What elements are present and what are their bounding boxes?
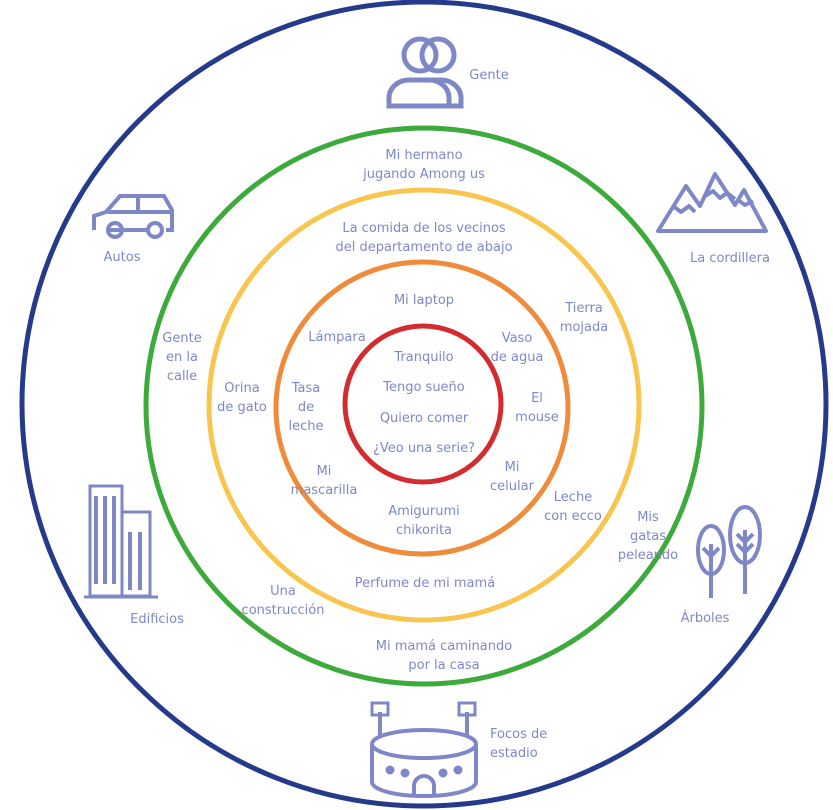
green-label-gente-calle: Gente en la calle [162,331,202,384]
red-ring [342,323,504,485]
outer-label-autos: Autos [103,250,141,265]
mountains-icon [656,172,768,233]
orange-label-vaso: Vaso de agua [490,331,544,365]
outer-label-cordillera: La cordillera [690,251,770,266]
outer-label-arboles: Árboles [680,611,730,626]
green-label-construccion: Una construcción [241,584,325,618]
yellow-label-orina: Orina de gato [217,381,267,415]
orange-label-tasa: Tasa de leche [288,381,324,434]
yellow-label-comida: La comida de los vecinos del departament… [335,221,513,255]
green-label-hermano: Mi hermano jugando Among us [363,148,485,182]
outer-label-edificios: Edificios [130,612,184,627]
orange-ring [273,259,571,557]
green-label-mama: Mi mamá caminando por la casa [375,639,513,673]
red-label-sueno: Tengo sueño [383,380,465,395]
green-ring [143,125,705,687]
yellow-ring [206,187,642,623]
orange-label-laptop: Mi laptop [393,293,455,308]
yellow-label-tierra: Tierra mojada [559,301,609,335]
yellow-label-leche-ecco: Leche con ecco [544,490,602,524]
orange-label-mouse: El mouse [515,391,559,425]
people-icon [386,36,464,109]
orange-label-amigurumi: Amigurumi chikorita [388,504,460,538]
stadium-icon [370,701,478,798]
green-label-gatas: Mis gatas peleando [617,510,679,563]
car-icon [92,194,174,239]
outer-ring [19,0,829,809]
orange-label-lampara: Lámpara [308,330,366,345]
trees-icon [696,505,762,598]
outer-label-focos: Focos de estadio [490,727,548,761]
red-label-serie: ¿Veo una serie? [372,441,476,456]
orange-label-mascarilla: Mi mascarilla [290,464,358,498]
red-label-tranquilo: Tranquilo [394,350,454,365]
red-label-comer: Quiero comer [379,411,469,426]
yellow-label-perfume: Perfume de mi mamá [354,576,496,591]
orange-label-celular: Mi celular [490,460,534,494]
buildings-icon [84,484,158,599]
outer-label-gente: Gente [469,68,509,83]
